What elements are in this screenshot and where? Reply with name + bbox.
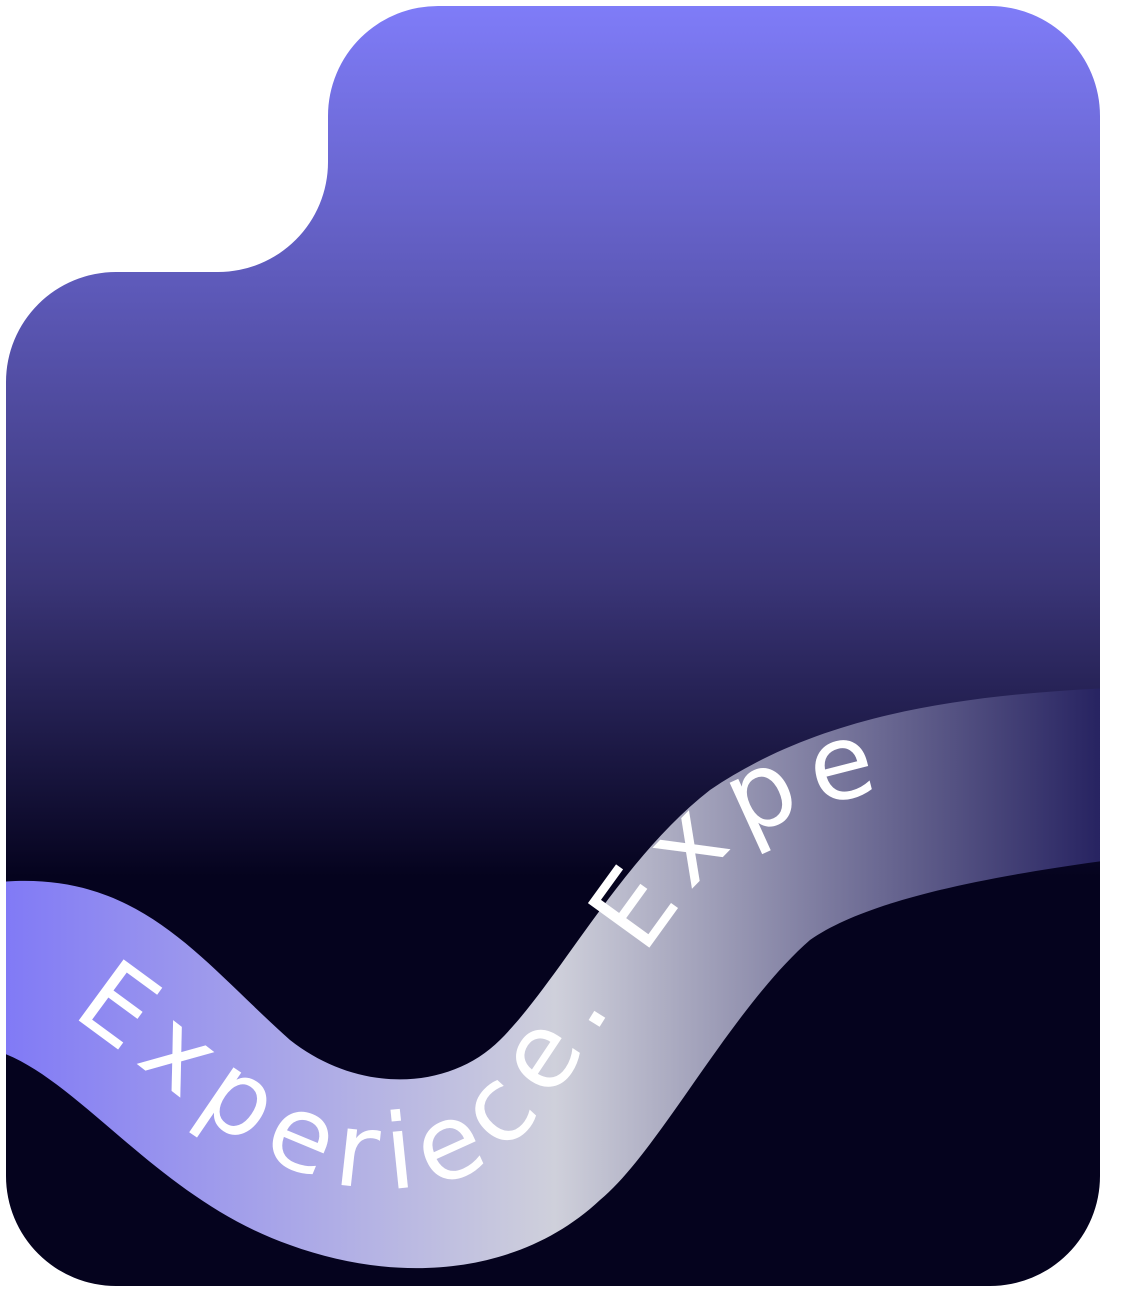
wave-ribbon: [6, 688, 1100, 1269]
card-background: [6, 5, 1100, 1287]
